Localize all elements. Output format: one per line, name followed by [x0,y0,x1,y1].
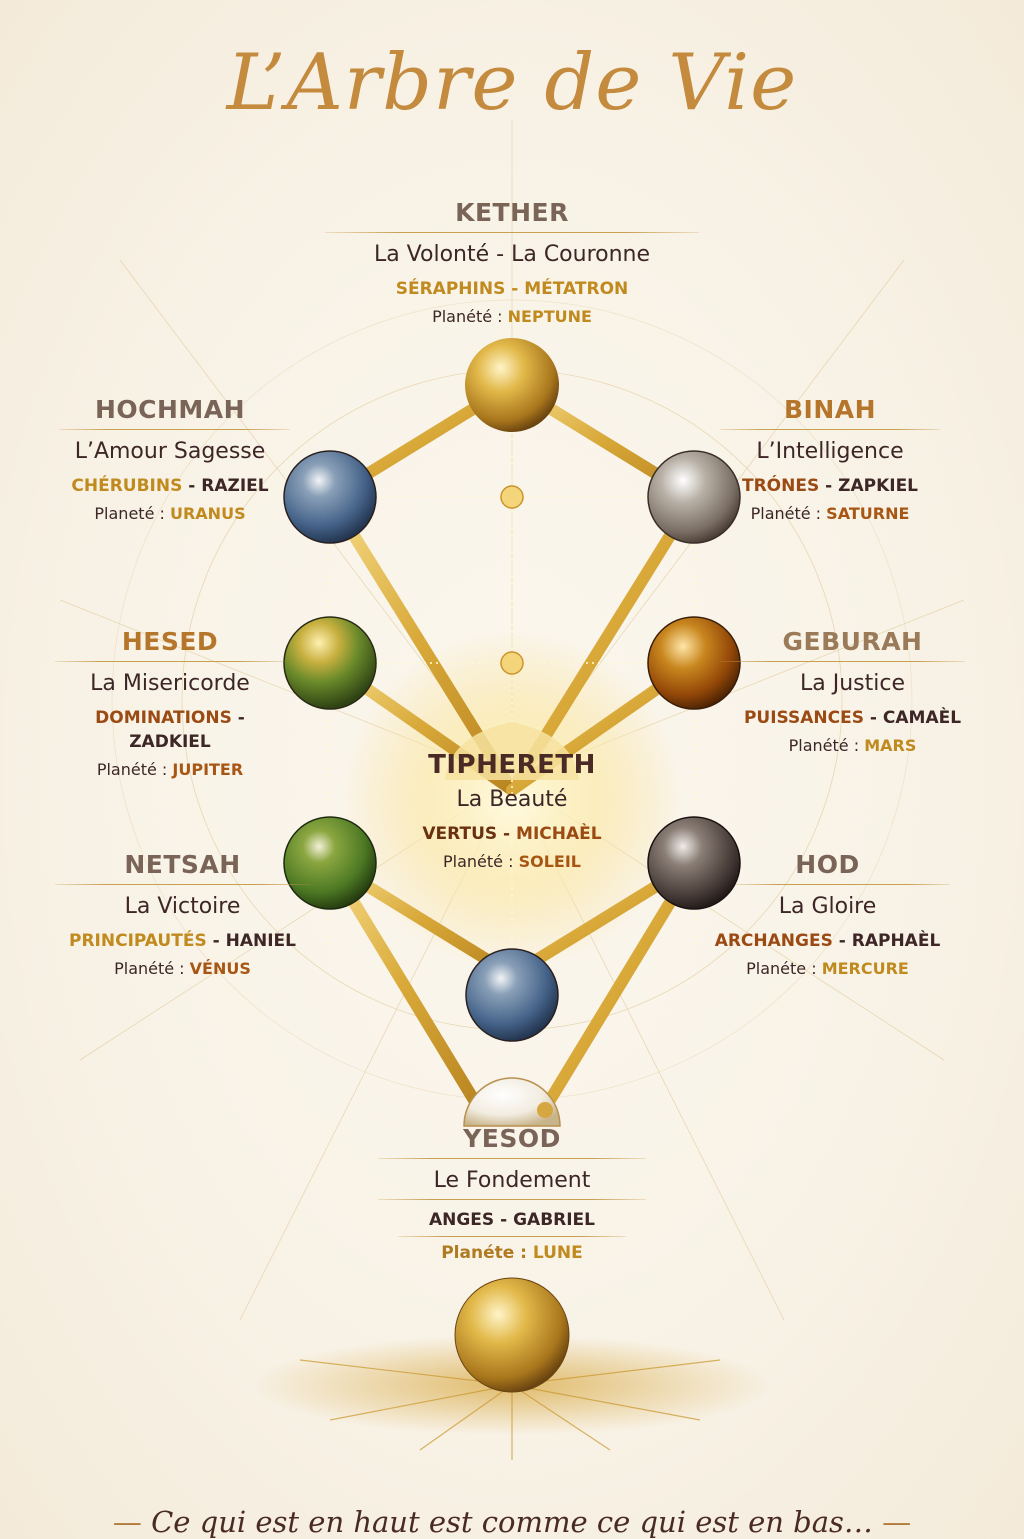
sephirah-kether: KETHER La Volonté - La Couronne SÉRAPHIN… [325,198,699,329]
angelic-choir: PRINCIPAUTÉS [69,931,207,951]
archangel: ZADKIEL [129,732,211,752]
planet-value: VÉNUS [189,959,251,978]
planet-value: NEPTUNE [507,307,592,326]
sephirah-name: HESED [121,627,219,656]
planet-value: JUPITER [172,760,244,779]
sphere-netsah-icon [283,816,377,910]
divider [398,1236,626,1237]
ornament-left: — [112,1505,142,1539]
angelic-choir: TRÓNES [741,476,820,496]
planet-line: Planéte : MERCURE [746,959,909,978]
angelic-choir: SÉRAPHINS [395,279,506,299]
planet-value: URANUS [169,504,246,523]
sphere-kether-icon [465,338,559,432]
ornament-right: — [882,1505,912,1539]
angelic-pair: DOMINATIONS - ZADKIEL [95,708,245,752]
angelic-pair: CHÉRUBINS - RAZIEL [71,476,269,496]
sphere-binah-icon [647,450,741,544]
divider [378,1158,646,1159]
planet-line: Planété : JUPITER [96,760,244,779]
sephirah-name: BINAH [783,395,877,424]
angelic-choir: ANGES [428,1210,495,1230]
sphere-hod-icon [647,816,741,910]
sephirah-virtue: La Victoire [124,894,241,919]
planet-value: SOLEIL [518,852,581,871]
sephirah-hochmah: HOCHMAH L’Amour Sagesse CHÉRUBINS - RAZI… [60,395,290,526]
sephirah-hod: HOD La Gloire ARCHANGES - RAPHAÈL Planét… [705,850,950,981]
archangel: MÉTATRON [524,279,629,299]
sephirah-netsah: NETSAH La Victoire PRINCIPAUTÉS - HANIEL… [55,850,310,981]
sephirah-virtue: La Gloire [778,894,877,919]
planet-line: Planété : SATURNE [750,504,910,523]
planet-value: MERCURE [821,959,909,978]
angelic-pair: VERTUS - MICHAÈL [422,824,602,844]
sephirah-hesed: HESED La Misericorde DOMINATIONS - ZADKI… [55,627,285,782]
motto-text: Ce qui est en haut est comme ce qui est … [151,1505,873,1539]
sphere-hesed-icon [283,616,377,710]
page-title: L’Arbre de Vie [226,38,798,128]
archangel: CAMAÈL [882,708,962,728]
sephirah-virtue: La Volonté - La Couronne [373,242,651,267]
divider [720,429,940,430]
sphere-yesod-icon [463,1077,561,1127]
angelic-choir: ARCHANGES [714,931,833,951]
archangel: ZAPKIEL [838,476,919,496]
angelic-choir: CHÉRUBINS [71,476,183,496]
archangel: RAZIEL [201,476,269,496]
angelic-choir: PUISSANCES [743,708,864,728]
divider [720,661,965,662]
angelic-pair: PRINCIPAUTÉS - HANIEL [69,931,296,951]
sephirah-virtue: Le Fondement [433,1168,591,1193]
archangel: MICHAÈL [516,824,602,844]
angelic-pair: SÉRAPHINS - MÉTATRON [395,279,629,299]
sephirah-geburah: GEBURAH La Justice PUISSANCES - CAMAÈL P… [720,627,965,758]
sephirah-name: NETSAH [124,850,241,879]
sephirah-virtue: La Beauté [456,787,568,812]
divider [325,232,699,233]
angelic-choir: DOMINATIONS [95,708,232,728]
motto: — Ce qui est en haut est comme ce qui es… [0,1505,1024,1539]
sephirah-name: KETHER [455,198,569,227]
sephirah-virtue: L’Intelligence [756,439,904,464]
divider [735,884,950,885]
archangel: HANIEL [225,931,296,951]
angelic-choir: VERTUS [422,824,498,844]
planet-line: Planété : VÉNUS [114,959,251,978]
divider [378,1199,646,1200]
sephirah-binah: BINAH L’Intelligence TRÓNES - ZAPKIEL Pl… [720,395,940,526]
planet-line: Planeté : URANUS [94,504,246,523]
angelic-pair: ANGES - GABRIEL [428,1210,596,1230]
angelic-pair: TRÓNES - ZAPKIEL [741,476,919,496]
divider [60,429,290,430]
divider [55,661,285,662]
sephirah-virtue: La Misericorde [90,671,250,696]
sephirah-virtue: La Justice [800,671,905,696]
planet-value: MARS [864,736,917,755]
sephirah-yesod: YESOD Le Fondement ANGES - GABRIEL Plané… [378,1124,646,1265]
sephirah-name: HOD [795,850,860,879]
planet-value: LUNE [532,1243,583,1263]
sphere-geburah-icon [647,616,741,710]
planet-line: Planété : NEPTUNE [432,307,592,326]
sephirah-name: TIPHERETH [428,750,596,780]
divider [55,884,310,885]
planet-value: SATURNE [826,504,910,523]
angelic-pair: PUISSANCES - CAMAÈL [743,708,962,728]
sphere-malkuth-icon [454,1277,570,1393]
sephirah-virtue: L’Amour Sagesse [74,439,266,464]
planet-line: Planété : MARS [788,736,917,755]
planet-line: Planéte : LUNE [441,1243,583,1263]
sephirah-name: GEBURAH [782,627,923,656]
archangel: RAPHAÈL [851,931,941,951]
sphere-hochmah-icon [283,450,377,544]
sephirah-tiphereth: TIPHERETH La Beauté VERTUS - MICHAÈL Pla… [412,750,612,874]
sphere-center-blue-icon [465,948,559,1042]
archangel: GABRIEL [513,1210,596,1230]
angelic-pair: ARCHANGES - RAPHAÈL [714,931,941,951]
sephirah-name: HOCHMAH [94,395,246,424]
sephirah-name: YESOD [463,1124,561,1153]
planet-line: Planété : SOLEIL [443,852,581,871]
